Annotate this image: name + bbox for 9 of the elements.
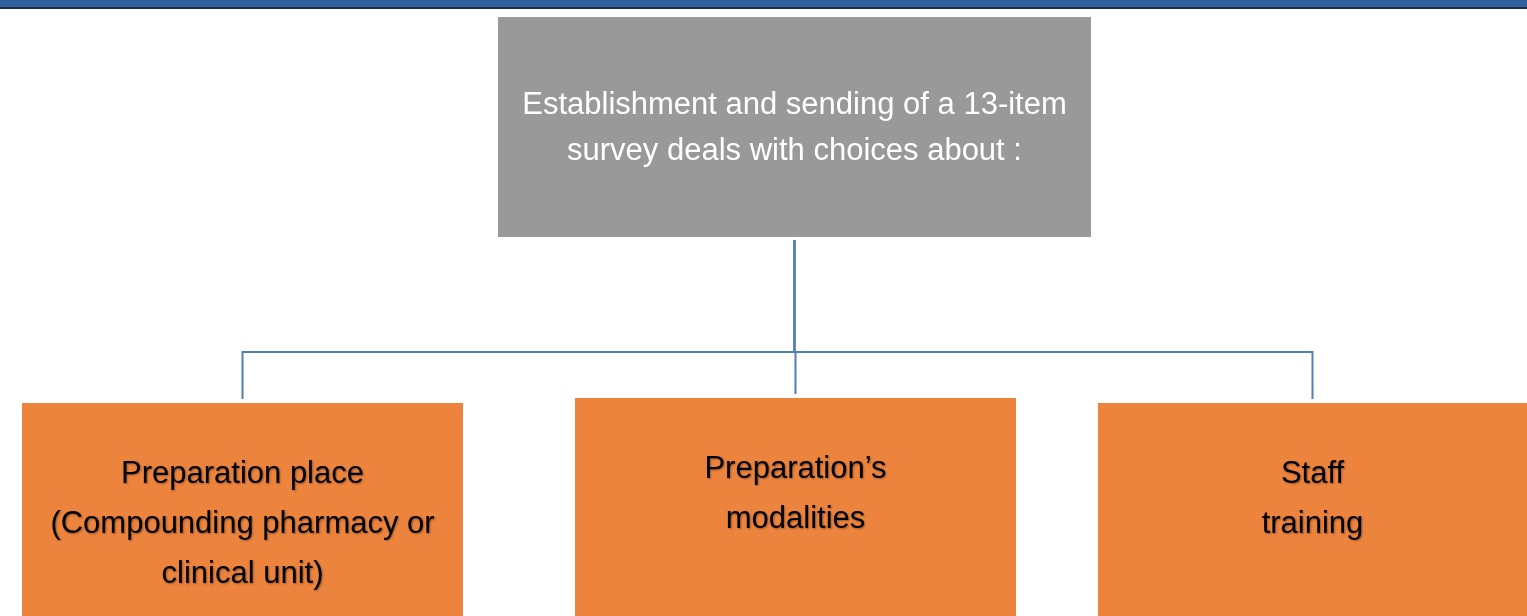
topic-box	[1098, 403, 1527, 616]
survey-box	[498, 17, 1091, 237]
connector-line	[793, 239, 1314, 400]
topic-box	[22, 403, 463, 616]
box-text: Preparation’s modalities	[703, 449, 888, 537]
box-text: Preparation place (Compounding pharmacy or clinical unit)	[49, 454, 436, 592]
box-text: Staff training	[1260, 454, 1365, 542]
topic-box	[575, 398, 1016, 616]
box-text: Establishment and sending of a 13-item survey deals with choices about :	[521, 85, 1068, 169]
